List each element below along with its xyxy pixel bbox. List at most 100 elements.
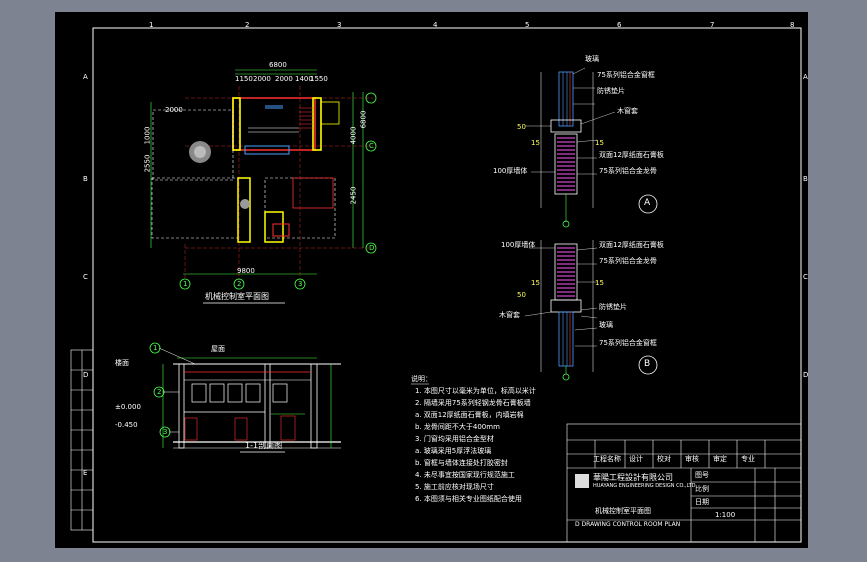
border-number: 2 <box>245 21 250 29</box>
plan-view <box>150 69 377 304</box>
company-name-en: HUAYANG ENGINEERING DESIGN CO.,LTD <box>593 483 696 489</box>
plan-dim-seg: 1550 <box>310 75 328 83</box>
note-line: b. 窗框与墙体连接处打胶密封 <box>415 459 508 467</box>
title-block-grid <box>566 423 802 543</box>
detail-a-dim: 15 <box>531 139 540 147</box>
detail-a-label: 100厚墙体 <box>493 167 528 175</box>
company-name: 華陽工程設計有限公司 <box>593 473 673 482</box>
border-letter: C <box>83 273 88 281</box>
note-line: 1. 本图尺寸以毫米为单位，标高以米计 <box>415 387 536 395</box>
detail-a-label: 75系列铝合金窗框 <box>597 71 655 79</box>
drawing-title: 机械控制室平面图 <box>595 507 651 515</box>
detail-b-dim: 50 <box>517 291 526 299</box>
detail-b-label: 100厚墙体 <box>501 241 536 249</box>
title-block-cell: 审定 <box>713 455 727 463</box>
border-number: 6 <box>617 21 622 29</box>
title-block-cell: 审核 <box>685 455 699 463</box>
plan-dim-seg: 1400 <box>295 75 313 83</box>
cad-drawing <box>70 27 802 543</box>
note-line: 5. 施工前应核对现场尺寸 <box>415 483 494 491</box>
detail-marker-a <box>638 194 658 214</box>
detail-a-dim: 50 <box>517 123 526 131</box>
border-letter: D <box>803 371 809 379</box>
border-letter: D <box>83 371 89 379</box>
elev-mark: 1 <box>153 344 158 352</box>
border-letter: B <box>803 175 808 183</box>
section-label: -0.450 <box>115 421 138 429</box>
border-number: 5 <box>525 21 530 29</box>
detail-b-dim: 15 <box>531 279 540 287</box>
section-caption: 1-1剖面图 <box>245 441 283 450</box>
detail-marker-b <box>638 355 658 375</box>
border-letter: A <box>803 73 808 81</box>
title-block-cell: 设计 <box>629 455 643 463</box>
title-block-cell: 校对 <box>657 455 671 463</box>
border-number: 4 <box>433 21 438 29</box>
revision-table <box>70 349 94 531</box>
border-number: 1 <box>149 21 154 29</box>
drawing-title-en: D DRAWING CONTROL ROOM PLAN <box>575 521 681 528</box>
plan-dim-left: 2550 <box>143 154 152 173</box>
title-block-cell: 比例 <box>695 485 709 493</box>
detail-a-label: 木窗套 <box>617 107 638 115</box>
plan-dim-seg: 1150 <box>235 75 253 83</box>
detail-a-marker-label: A <box>644 198 651 208</box>
detail-b-dim: 15 <box>595 279 604 287</box>
detail-b-label: 75系列铝合金窗框 <box>599 339 657 347</box>
detail-b-label: 双面12厚纸面石膏板 <box>599 241 664 249</box>
note-line: 6. 本图须与相关专业图纸配合使用 <box>415 495 522 503</box>
plan-dim-seg: 2000 <box>275 75 293 83</box>
border-letter: B <box>83 175 88 183</box>
detail-a-label: 双面12厚纸面石膏板 <box>599 151 664 159</box>
notes-heading: 说明： <box>411 375 432 383</box>
note-line: a. 双面12厚纸面石膏板，内填岩棉 <box>415 411 524 419</box>
detail-a-label: 75系列铝合金龙骨 <box>599 167 657 175</box>
plan-dim-right: 2450 <box>349 186 358 205</box>
title-block-cell: 日期 <box>695 498 709 506</box>
drawing-border <box>92 27 802 543</box>
border-number: 3 <box>337 21 342 29</box>
detail-b-label: 防锈垫片 <box>599 303 627 311</box>
title-block-cell: 图号 <box>695 471 709 479</box>
detail-b-label: 75系列铝合金龙骨 <box>599 257 657 265</box>
section-label: 楼面 <box>115 359 129 367</box>
axis-label: D <box>369 244 375 252</box>
detail-a <box>525 67 658 228</box>
border-number: 7 <box>710 21 715 29</box>
detail-a-label: 玻璃 <box>585 55 599 63</box>
detail-b-label: 玻璃 <box>599 321 613 329</box>
note-line: 4. 未尽事宜按国家现行规范施工 <box>415 471 515 479</box>
note-line: a. 玻璃采用5厚浮法玻璃 <box>415 447 492 455</box>
section-view <box>149 342 341 453</box>
border-letter: E <box>83 469 88 477</box>
note-line: 3. 门窗均采用铝合金型材 <box>415 435 494 443</box>
elev-mark: 3 <box>163 428 168 436</box>
section-label: 屋面 <box>211 345 225 353</box>
plan-caption: 机械控制室平面图 <box>205 292 269 301</box>
section-label: ±0.000 <box>115 403 141 411</box>
axis-label: 1 <box>183 280 188 288</box>
insulation-hatch <box>557 137 575 191</box>
plan-dim-right: 6800 <box>359 110 368 129</box>
detail-a-dim: 15 <box>595 139 604 147</box>
elev-mark: 2 <box>157 388 162 396</box>
border-letter: A <box>83 73 88 81</box>
axis-label: 2 <box>237 280 242 288</box>
company-logo <box>575 474 589 488</box>
title-block-cell: 专业 <box>741 455 755 463</box>
cad-sheet: 1 2 3 4 5 6 7 8 A B C D E A B C D 6800 1… <box>55 12 808 548</box>
axis-label: C <box>369 142 374 150</box>
border-letter: C <box>803 273 808 281</box>
note-line: 2. 隔墙采用75系列轻钢龙骨石膏板墙 <box>415 399 531 407</box>
note-line: b. 龙骨间距不大于400mm <box>415 423 500 431</box>
detail-b <box>524 240 658 381</box>
detail-b-marker-label: B <box>644 359 651 369</box>
title-block-cell: 1:100 <box>715 511 736 519</box>
title-block-cell: 工程名称 <box>593 455 621 463</box>
plan-dim-left: 1000 <box>143 126 152 145</box>
axis-label: 3 <box>298 280 303 288</box>
detail-a-label: 防锈垫片 <box>597 87 625 95</box>
plan-dim-seg: 2000 <box>253 75 271 83</box>
plan-dim-bottom: 9800 <box>237 267 255 275</box>
border-number: 8 <box>790 21 795 29</box>
